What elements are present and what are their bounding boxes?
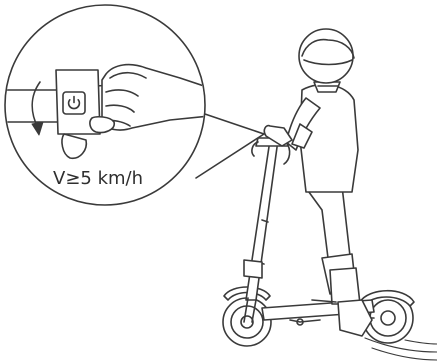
speed-threshold-label: V≥5 km/h <box>53 168 143 189</box>
rider-torso <box>264 85 358 192</box>
rider-on-scooter <box>223 29 437 360</box>
rider-helmet <box>299 29 354 92</box>
zoom-callout: V≥5 km/h <box>0 5 264 205</box>
motion-swoosh <box>365 338 437 360</box>
